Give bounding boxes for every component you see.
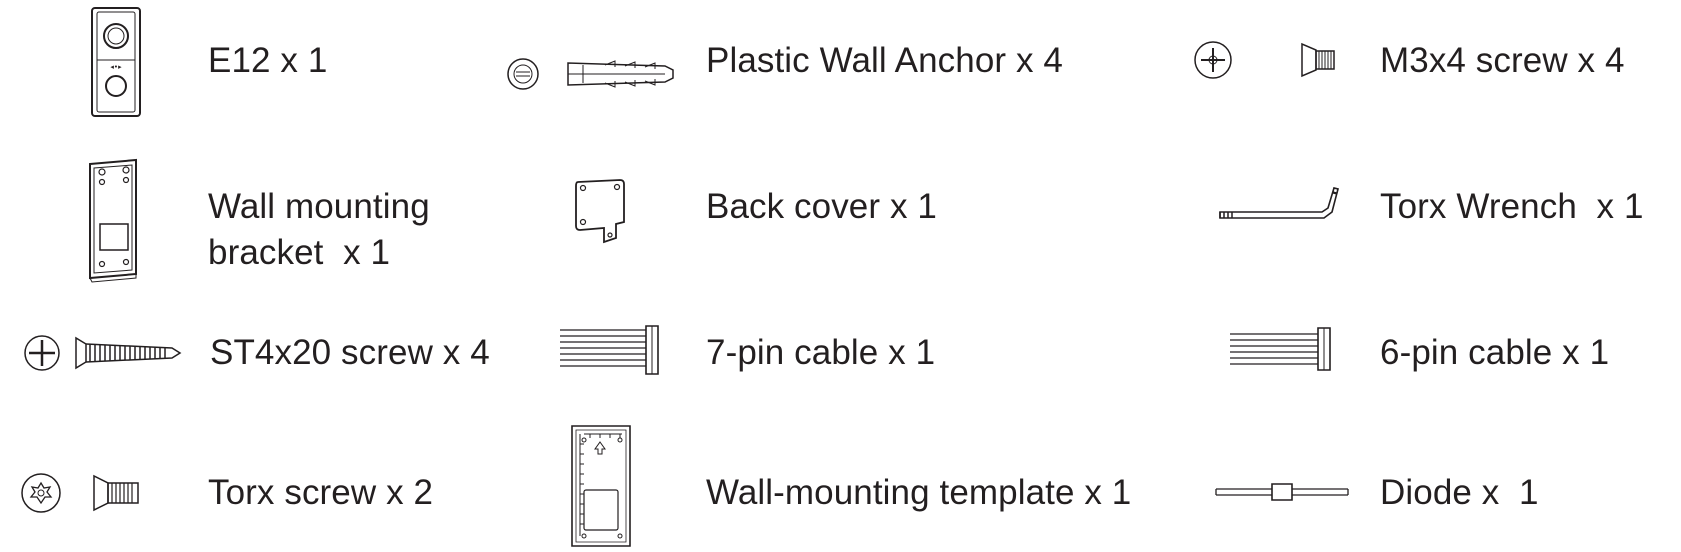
item-label-torx-wrench: Torx Wrench x 1 — [1380, 187, 1644, 226]
item-label-m3x4-screw: M3x4 screw x 4 — [1380, 41, 1625, 80]
back-cover-icon — [574, 178, 628, 244]
diode-icon — [1214, 480, 1350, 504]
wall-anchor-icon — [505, 56, 675, 92]
intercom-device-icon: ◂•▸ — [88, 6, 144, 120]
item-label-6pin-cable: 6-pin cable x 1 — [1380, 333, 1610, 372]
item-label-diode: Diode x 1 — [1380, 473, 1539, 512]
mounting-template-icon — [570, 424, 632, 548]
item-label-torx-screw: Torx screw x 2 — [208, 473, 434, 512]
item-label-e12: E12 x 1 — [208, 41, 328, 80]
st4x20-screw-icon — [22, 334, 182, 372]
item-label-bracket: Wall mounting bracket x 1 — [208, 187, 430, 272]
item-label-template: Wall-mounting template x 1 — [706, 473, 1132, 512]
m3x4-screw-icon — [1194, 40, 1344, 80]
item-label-back-cover: Back cover x 1 — [706, 187, 937, 226]
torx-wrench-icon — [1218, 182, 1342, 228]
six-pin-cable-icon — [1230, 326, 1336, 374]
svg-text:◂•▸: ◂•▸ — [110, 63, 122, 71]
item-label-wall-anchor: Plastic Wall Anchor x 4 — [706, 41, 1063, 80]
item-label-st4x20-screw: ST4x20 screw x 4 — [210, 333, 490, 372]
torx-screw-icon — [20, 472, 146, 514]
seven-pin-cable-icon — [560, 324, 664, 376]
mounting-bracket-icon — [84, 158, 142, 284]
item-label-7pin-cable: 7-pin cable x 1 — [706, 333, 936, 372]
